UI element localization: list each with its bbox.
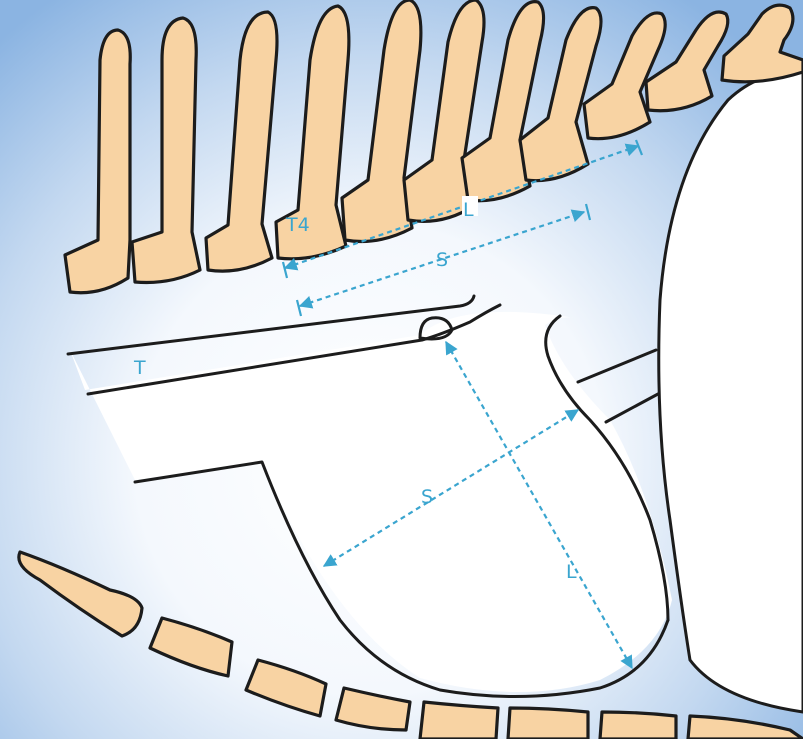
label-heart-s: S <box>421 486 433 508</box>
label-t4: T4 <box>285 214 310 236</box>
sternebra-7 <box>600 712 676 739</box>
label-trachea: T <box>133 357 146 379</box>
sternebra-6 <box>508 708 588 739</box>
label-vertebral-s: S <box>436 249 448 271</box>
sternebra-5 <box>420 702 498 739</box>
label-heart-l: L <box>566 561 577 583</box>
label-vertebral-l: L <box>463 199 474 221</box>
